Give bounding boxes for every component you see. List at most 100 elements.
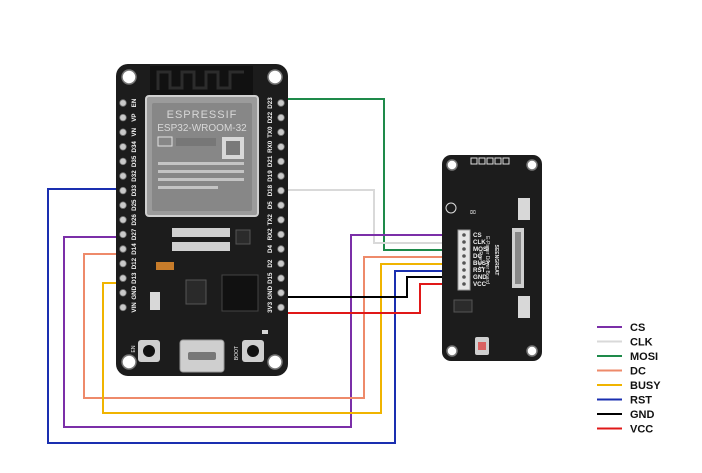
fpc-slot bbox=[515, 232, 521, 284]
crystal bbox=[150, 292, 160, 310]
switch[interactable] bbox=[518, 198, 530, 220]
esp32-pin-d21[interactable] bbox=[277, 157, 285, 166]
esp32-pin-d26[interactable] bbox=[119, 216, 127, 224]
esp32-pin-tx2[interactable] bbox=[277, 216, 285, 224]
driver-pin-mosi[interactable] bbox=[462, 247, 466, 251]
wroom-shield bbox=[152, 103, 252, 211]
mount-hole bbox=[267, 69, 283, 85]
epaper-driver-board: ⌧ SEENGREAT E-Paper Driver Board Rev 1.1… bbox=[442, 155, 542, 361]
esp32-pin-en[interactable] bbox=[119, 99, 127, 107]
mount-hole bbox=[121, 69, 137, 85]
qr-inner bbox=[226, 141, 240, 155]
esp32-pin-label: D14 bbox=[131, 243, 138, 255]
driver-pin-label: BUSY bbox=[473, 260, 491, 267]
esp32-pin-label: D18 bbox=[267, 184, 274, 196]
esp32-pin-d18[interactable] bbox=[277, 186, 285, 195]
legend-label-cs: CS bbox=[630, 322, 645, 334]
esp32-pin-d13[interactable] bbox=[119, 274, 127, 282]
sd-chip bbox=[453, 299, 473, 313]
esp32-pin-vn[interactable] bbox=[119, 128, 127, 136]
legend-label-gnd: GND bbox=[630, 409, 655, 421]
driver-pin-gnd[interactable] bbox=[462, 275, 466, 279]
esp32-pin-rx0[interactable] bbox=[277, 143, 285, 151]
antenna-trace bbox=[156, 70, 244, 90]
reset-button[interactable] bbox=[478, 342, 486, 350]
esp32-pin-tx0[interactable] bbox=[277, 128, 285, 136]
esp32-pin-label: TX0 bbox=[267, 126, 274, 138]
esp32-pin-d4[interactable] bbox=[277, 245, 285, 253]
driver-pin-label: MOSI bbox=[473, 246, 489, 253]
esp32-pin-label: D13 bbox=[131, 272, 138, 284]
mount-hole bbox=[446, 159, 458, 171]
esp32-pin-3v3[interactable] bbox=[277, 303, 285, 312]
esp32-pin-d15[interactable] bbox=[277, 274, 285, 282]
esp32-pin-label: D35 bbox=[131, 155, 138, 167]
driver-pin-dc[interactable] bbox=[462, 254, 466, 258]
esp32-pin-label: RX0 bbox=[267, 140, 274, 153]
esp32-pin-d19[interactable] bbox=[277, 172, 285, 180]
wire-gnd bbox=[270, 276, 460, 298]
smd-resistor-row bbox=[172, 242, 230, 251]
driver-pin-label: DC bbox=[473, 253, 482, 260]
esp32-pin-gnd[interactable] bbox=[277, 289, 285, 297]
esp32-pin-d2[interactable] bbox=[277, 259, 285, 268]
module-text-line bbox=[158, 186, 218, 189]
boot-button[interactable] bbox=[247, 345, 259, 357]
driver-pin-header bbox=[457, 229, 471, 291]
esp32-left-header: ENVPVND34D35D32D33D25D26D27D14D12D13GNDV… bbox=[119, 98, 138, 313]
esp32-pin-rx2[interactable] bbox=[277, 230, 285, 239]
wire-cs bbox=[63, 234, 460, 428]
driver-pin-label: RST bbox=[473, 267, 486, 274]
esp32-pin-label: D34 bbox=[131, 141, 138, 153]
legend-label-dc: DC bbox=[630, 366, 646, 378]
esp32-pin-label: D21 bbox=[267, 155, 274, 167]
esp32-pin-d33[interactable] bbox=[119, 186, 127, 195]
esp32-pin-label: D32 bbox=[131, 170, 138, 182]
wire-dc bbox=[83, 253, 460, 399]
esp32-pin-d12[interactable] bbox=[119, 259, 127, 268]
esp32-pin-d14[interactable] bbox=[119, 245, 127, 253]
en-button[interactable] bbox=[143, 345, 155, 357]
driver-pin-clk[interactable] bbox=[462, 240, 466, 244]
esp32-pin-d35[interactable] bbox=[119, 157, 127, 166]
esp32-pin-d27[interactable] bbox=[119, 230, 127, 239]
esp32-pin-label: D15 bbox=[267, 272, 274, 284]
mount-hole bbox=[526, 345, 538, 357]
esp32-pin-label: D5 bbox=[267, 201, 274, 209]
esp32-pin-d22[interactable] bbox=[277, 113, 285, 122]
driver-pin-vcc[interactable] bbox=[462, 282, 466, 286]
esp32-pin-label: 3V3 bbox=[267, 301, 274, 313]
module-text-line bbox=[158, 170, 244, 173]
driver-title: E-Paper Driver Board bbox=[484, 236, 490, 284]
esp32-pin-label: D12 bbox=[131, 257, 138, 269]
warning-icon bbox=[445, 202, 457, 214]
esp32-pin-vin[interactable] bbox=[119, 303, 127, 312]
legend-label-clk: CLK bbox=[630, 337, 653, 349]
module-model: ESP32-WROOM-32 bbox=[157, 123, 247, 134]
esp32-pin-label: D23 bbox=[267, 97, 274, 109]
esp32-pin-gnd[interactable] bbox=[119, 289, 127, 297]
wire-vcc bbox=[270, 283, 460, 314]
module-brand: ESPRESSIF bbox=[167, 109, 238, 121]
esp32-pin-d32[interactable] bbox=[119, 172, 127, 180]
esp32-pin-d5[interactable] bbox=[277, 201, 285, 209]
usb-uart-chip bbox=[221, 274, 259, 312]
esp32-pin-d25[interactable] bbox=[119, 201, 127, 209]
regulator-chip bbox=[185, 279, 207, 305]
led bbox=[262, 330, 268, 334]
esp32-pin-label: GND bbox=[267, 285, 274, 299]
esp32-right-header: D23D22TX0RX0D21D19D18D5TX2RX2D4D2D15GND3… bbox=[267, 97, 285, 313]
esp32-pin-label: D19 bbox=[267, 170, 274, 182]
esp32-pin-d23[interactable] bbox=[277, 99, 285, 107]
esp32-pin-label: VN bbox=[131, 127, 138, 136]
esp32-pin-vp[interactable] bbox=[119, 113, 127, 122]
esp32-pin-label: TX2 bbox=[267, 214, 274, 226]
module-text-line bbox=[158, 162, 244, 165]
esp32-pin-d34[interactable] bbox=[119, 143, 127, 151]
driver-pin-rst[interactable] bbox=[462, 268, 466, 272]
mount-hole bbox=[121, 354, 137, 370]
driver-pin-busy[interactable] bbox=[462, 261, 466, 265]
driver-pin-cs[interactable] bbox=[462, 233, 466, 237]
switch[interactable] bbox=[518, 296, 530, 318]
